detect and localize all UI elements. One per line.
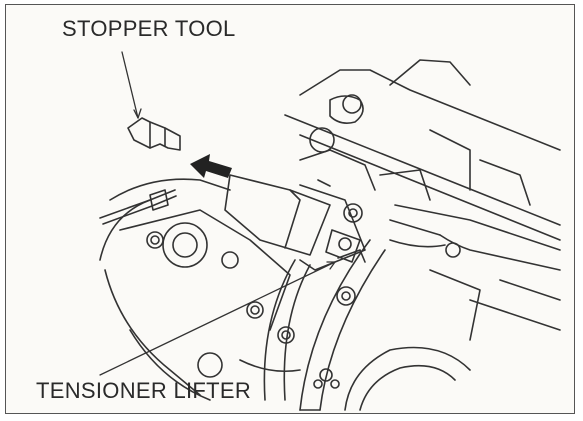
leader-lines	[99, 51, 336, 376]
stopper-tool-label: STOPPER TOOL	[62, 16, 236, 41]
crankcase-cover	[99, 178, 301, 401]
illustration-frame	[5, 4, 575, 414]
cam-sprocket	[313, 346, 471, 411]
insertion-arrow	[190, 154, 232, 178]
engine-block-outline	[284, 59, 561, 341]
tensioner-lifter-body	[224, 174, 366, 271]
tensioner-lifter-label: TENSIONER LIFTER	[36, 378, 252, 403]
stopper-tool	[127, 117, 181, 151]
mounting-bolts	[336, 203, 363, 306]
cable	[99, 189, 177, 225]
